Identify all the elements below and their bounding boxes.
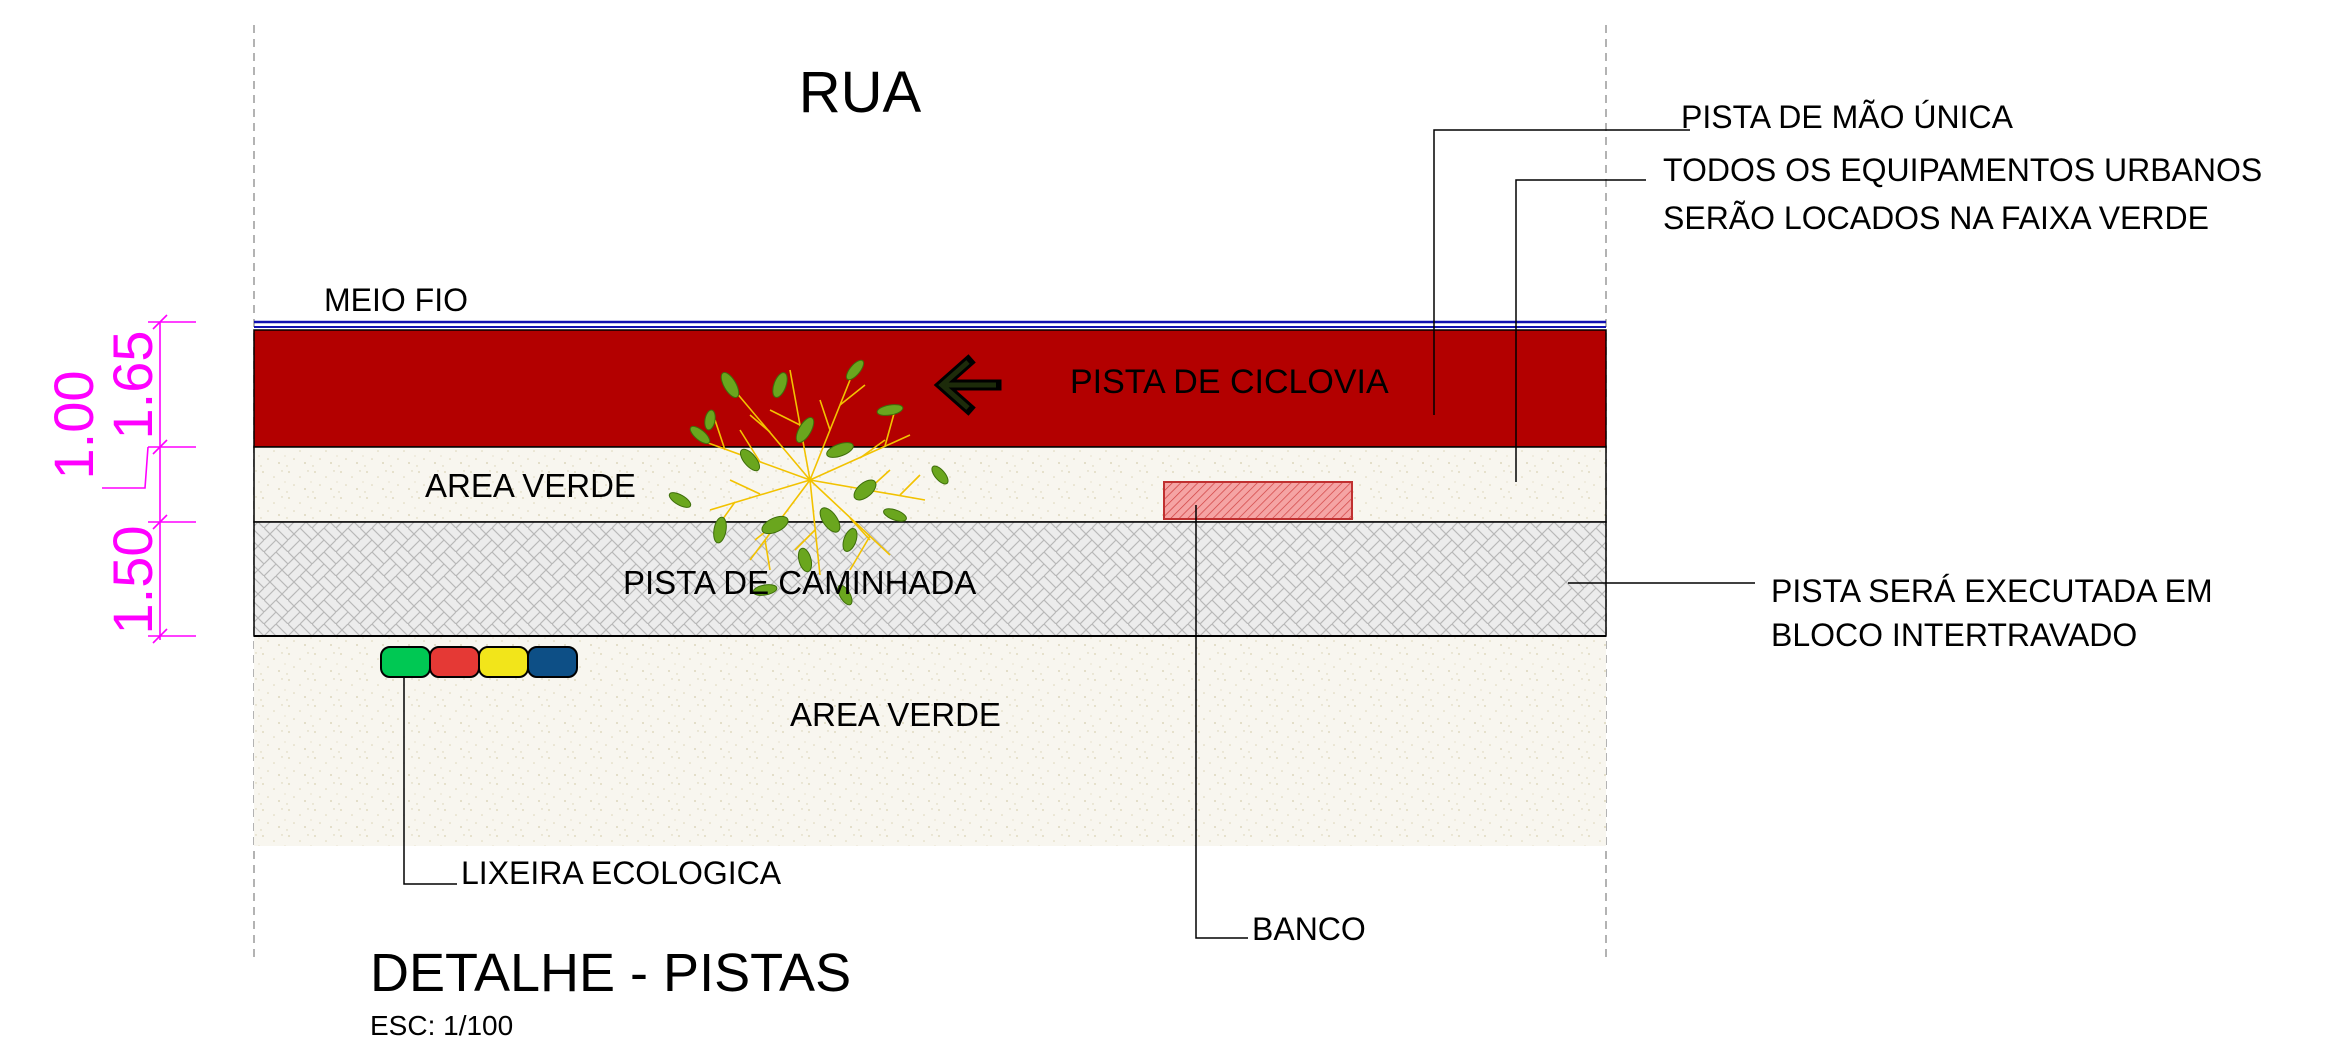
tree-plan-icon bbox=[668, 359, 949, 606]
street-label: RUA bbox=[799, 60, 922, 125]
one-way-leader-line bbox=[1433, 129, 1690, 415]
bike-lane bbox=[253, 329, 1607, 448]
arrow-left-icon bbox=[933, 354, 1002, 416]
walking-track-label: PISTA DE CAMINHADA bbox=[623, 564, 976, 601]
equipment-note-line2: SERÃO LOCADOS NA FAIXA VERDE bbox=[1663, 200, 2209, 236]
bike-lane-label: PISTA DE CICLOVIA bbox=[1070, 363, 1389, 401]
dimension-chain bbox=[102, 314, 196, 644]
green-area-upper bbox=[253, 446, 1607, 523]
green-area-upper-label: AREA VERDE bbox=[425, 467, 636, 504]
one-way-note: PISTA DE MÃO ÚNICA bbox=[1681, 99, 2014, 135]
drawing-title: DETALHE - PISTAS bbox=[370, 943, 851, 1003]
drawing-scale: ESC: 1/100 bbox=[370, 1010, 513, 1041]
bins-leader-line bbox=[403, 677, 457, 885]
recycling-bins-icon bbox=[380, 646, 578, 678]
equipment-note-line1: TODOS OS EQUIPAMENTOS URBANOS bbox=[1663, 152, 2262, 188]
dimension-walking-track: 1.50 bbox=[101, 526, 164, 635]
bench-leader-line bbox=[1195, 505, 1248, 939]
curb-label: MEIO FIO bbox=[324, 282, 468, 318]
paving-note-line2: BLOCO INTERTRAVADO bbox=[1771, 617, 2137, 653]
dimension-bike-lane: 1.65 bbox=[101, 331, 164, 440]
paving-note-line1: PISTA SERÁ EXECUTADA EM bbox=[1771, 573, 2213, 609]
green-area-lower-label: AREA VERDE bbox=[790, 696, 1001, 733]
bench-label: BANCO bbox=[1252, 911, 1366, 947]
bench-icon bbox=[1163, 481, 1353, 520]
equipment-leader-line bbox=[1515, 179, 1646, 482]
dimension-total: 1.00 bbox=[42, 371, 105, 480]
bins-label: LIXEIRA ECOLOGICA bbox=[461, 855, 782, 891]
